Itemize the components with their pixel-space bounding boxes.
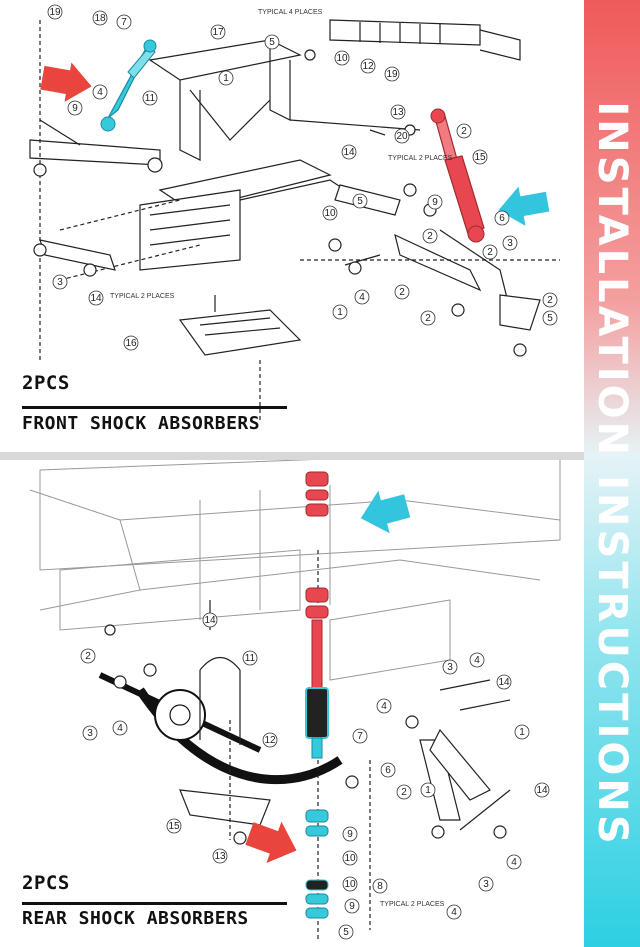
rear-callout-3c: 3: [483, 879, 489, 890]
rear-callout-labels: 14 2 11 3 4 12 7 3 4 14 4 1 6 15 13 9 10…: [80, 612, 550, 940]
rear-callout-10b: 10: [344, 879, 356, 890]
rear-callout-14: 14: [204, 615, 216, 626]
banner-text: INSTALLATION INSTRUCTIONS: [589, 100, 635, 847]
callout-labels: 19 18 7 17 5 1 10 12 19 13 20 14 5 9 11 …: [47, 4, 558, 351]
cyan-arrow-icon-rear: [360, 490, 411, 534]
rear-shock-lower-cyan: [305, 687, 329, 919]
front-suspension-diagram: 19 18 7 17 5 1 10 12 19 13 20 14 5 9 11 …: [29, 4, 560, 420]
rear-callout-2b: 2: [401, 787, 407, 798]
cyan-arrow-icon: [498, 186, 550, 226]
rear-caption-rule: [22, 902, 287, 905]
callout-9b: 9: [432, 197, 438, 208]
rear-callout-14c: 14: [536, 785, 548, 796]
callout-2e: 2: [425, 313, 431, 324]
red-arrow-icon-rear: [245, 821, 297, 864]
callout-1: 1: [223, 73, 229, 84]
front-quantity: 2PCS: [22, 372, 70, 394]
note-typical-2b: TYPICAL 2 PLACES: [110, 293, 175, 300]
callout-5b: 5: [357, 196, 363, 207]
rear-title: REAR SHOCK ABSORBERS: [22, 908, 249, 929]
rear-callout-1: 1: [519, 727, 525, 738]
rear-shock-upper-red: [305, 471, 329, 691]
rear-callout-9b: 9: [349, 901, 355, 912]
callout-18: 18: [94, 13, 106, 24]
rear-callout-3b: 3: [447, 662, 453, 673]
rear-callout-4b: 4: [474, 655, 480, 666]
rear-note-typical-2: TYPICAL 2 PLACES: [380, 901, 445, 908]
callout-17: 17: [212, 27, 224, 38]
callout-9: 9: [72, 103, 78, 114]
callout-2c: 2: [427, 231, 433, 242]
rear-callout-4c: 4: [381, 701, 387, 712]
callout-6: 6: [499, 213, 505, 224]
rear-callout-8: 8: [377, 881, 383, 892]
rear-callout-4e: 4: [451, 907, 457, 918]
rear-callout-15: 15: [168, 821, 180, 832]
callout-2: 2: [461, 126, 467, 137]
rear-callout-12: 12: [264, 735, 276, 746]
rear-callout-4d: 4: [511, 857, 517, 868]
rear-callout-9: 9: [347, 829, 353, 840]
callout-2f: 2: [547, 295, 553, 306]
front-shock-red: [430, 108, 485, 243]
callout-14b: 14: [90, 293, 102, 304]
panel-divider: [0, 452, 584, 460]
callout-5: 5: [269, 37, 275, 48]
callout-12: 12: [362, 61, 374, 72]
rear-callout-4: 4: [117, 723, 123, 734]
installation-instructions-banner: INSTALLATION INSTRUCTIONS: [584, 0, 640, 947]
rear-callout-6: 6: [385, 765, 391, 776]
callout-11: 11: [145, 93, 156, 104]
callout-3: 3: [507, 238, 513, 249]
callout-16: 16: [125, 338, 137, 349]
callout-13: 13: [392, 107, 404, 118]
callout-14: 14: [343, 147, 355, 158]
front-shock-cyan: [100, 39, 157, 132]
rear-callout-5: 5: [343, 927, 349, 938]
callout-5c: 5: [547, 313, 553, 324]
rear-callout-14b: 14: [498, 677, 510, 688]
rear-callout-2: 2: [85, 651, 91, 662]
front-caption-rule: [22, 406, 287, 409]
callout-4b: 4: [359, 292, 365, 303]
callout-4: 4: [97, 87, 103, 98]
callout-3b: 3: [57, 277, 63, 288]
rear-callout-1b: 1: [425, 785, 431, 796]
rear-callout-7: 7: [357, 731, 363, 742]
red-arrow-icon: [40, 62, 92, 102]
callout-1b: 1: [337, 307, 343, 318]
callout-15: 15: [474, 152, 486, 163]
rear-quantity: 2PCS: [22, 872, 70, 894]
front-title: FRONT SHOCK ABSORBERS: [22, 413, 261, 434]
note-typical-4: TYPICAL 4 PLACES: [258, 9, 323, 16]
callout-10: 10: [336, 53, 348, 64]
rear-callout-11: 11: [245, 653, 256, 664]
rear-callout-10: 10: [344, 853, 356, 864]
callout-2b: 2: [487, 247, 493, 258]
callout-10b: 10: [324, 208, 336, 219]
front-shock-panel: 19 18 7 17 5 1 10 12 19 13 20 14 5 9 11 …: [0, 0, 584, 452]
rear-shock-panel: 14 2 11 3 4 12 7 3 4 14 4 1 6 15 13 9 10…: [0, 460, 584, 947]
callout-19b: 19: [386, 69, 398, 80]
callout-7: 7: [121, 17, 127, 28]
callout-20: 20: [396, 131, 408, 142]
note-typical-2a: TYPICAL 2 PLACES: [388, 155, 453, 162]
rear-callout-13: 13: [214, 851, 226, 862]
callout-19: 19: [49, 7, 61, 18]
callout-2d: 2: [399, 287, 405, 298]
rear-callout-3: 3: [87, 728, 93, 739]
rear-suspension-diagram: 14 2 11 3 4 12 7 3 4 14 4 1 6 15 13 9 10…: [29, 460, 561, 940]
